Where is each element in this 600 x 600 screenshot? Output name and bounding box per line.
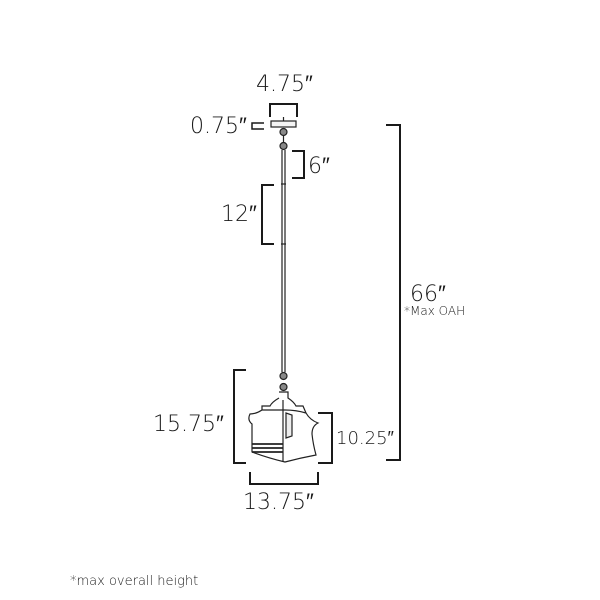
fixture-width-bracket (249, 472, 319, 485)
canopy-width-label: 4.75″ (256, 72, 313, 97)
canopy-width-bracket (269, 103, 298, 117)
rod-12in-label: 12″ (221, 202, 257, 227)
chain-6in-bracket (292, 150, 305, 179)
shade-height-bracket (318, 412, 333, 464)
rod-12in-bracket (261, 184, 274, 245)
overall-height-label: 66″ (410, 282, 446, 307)
pendant-fixture-icon (248, 117, 320, 463)
canopy-height-label: 0.75″ (190, 114, 247, 139)
fixture-height-bracket (233, 369, 246, 464)
fixture-height-label: 15.75″ (153, 412, 224, 437)
footnote: *max overall height (70, 574, 199, 589)
fixture-width-label: 13.75″ (243, 490, 314, 515)
max-oah-note: *Max OAH (404, 304, 466, 318)
canopy-height-bracket (251, 122, 264, 130)
overall-height-bracket (386, 124, 401, 461)
shade-height-label: 10.25″ (336, 428, 394, 449)
chain-6in-label: 6″ (308, 154, 330, 179)
